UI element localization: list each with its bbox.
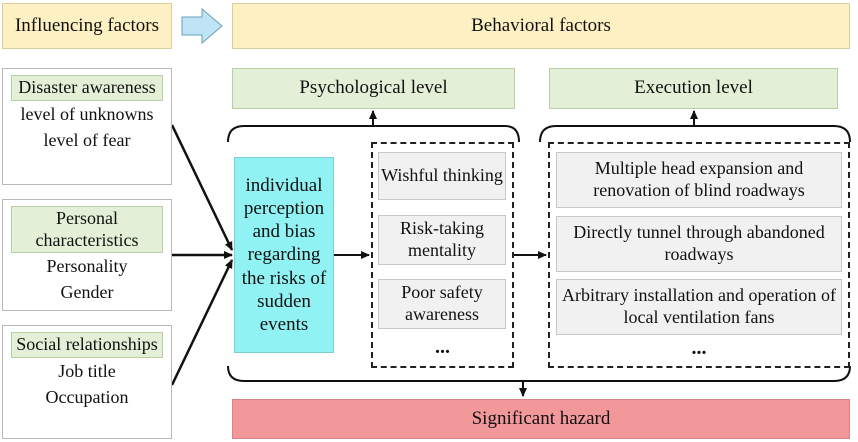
panel-line: Personality (46, 256, 128, 277)
psych-item-label: Wishful thinking (381, 165, 503, 186)
disaster-awareness-panel: Disaster awareness level of unknowns lev… (2, 68, 172, 185)
personal-characteristics-panel: Personal characteristics Personality Gen… (2, 199, 172, 311)
panel-line: Occupation (45, 386, 129, 407)
panel-line: level of fear (43, 129, 131, 150)
psych-item-label: Poor safety awareness (401, 282, 483, 324)
panel-line: Job title (58, 360, 116, 381)
exec-item-label: Directly tunnel through abandoned roadwa… (573, 222, 825, 264)
personal-characteristics-header: Personal characteristics (11, 206, 163, 254)
social-relationships-header: Social relationships (11, 332, 163, 358)
perception-box: individual perception and bias regarding… (234, 157, 334, 353)
psychological-level-label: Psychological level (299, 77, 448, 99)
psych-items-group (371, 142, 514, 368)
block-arrow-icon (181, 7, 223, 45)
exec-top-brace (539, 125, 851, 143)
exec-items-group (548, 142, 850, 368)
psych-ellipsis: ... (435, 336, 450, 358)
significant-hazard-box: Significant hazard (232, 399, 850, 439)
influencing-factors-label: Influencing factors (14, 14, 160, 36)
execution-level-label: Execution level (634, 77, 753, 99)
exec-item: Arbitrary installation and operation of … (556, 279, 842, 335)
psych-item: Risk-taking mentality (378, 215, 506, 265)
behavioral-factors-box: Behavioral factors (232, 3, 850, 49)
social-relationships-panel: Social relationships Job title Occupatio… (2, 325, 172, 439)
perception-label: individual perception and bias regarding… (241, 174, 327, 335)
psych-item: Poor safety awareness (378, 279, 506, 329)
panel-line: Gender (60, 282, 114, 303)
panel-line: level of unknowns (20, 103, 154, 124)
exec-item-label: Arbitrary installation and operation of … (562, 285, 836, 327)
psych-item: Wishful thinking (378, 152, 506, 200)
arrow-disaster-to-perception (170, 124, 234, 251)
psychological-level-box: Psychological level (232, 68, 515, 109)
exec-item: Multiple head expansion and renovation o… (556, 152, 842, 208)
arrow-social-to-perception (170, 259, 234, 386)
behavioral-factors-label: Behavioral factors (471, 14, 611, 36)
exec-ellipsis: ... (691, 337, 707, 359)
exec-item-label: Multiple head expansion and renovation o… (593, 158, 805, 200)
significant-hazard-label: Significant hazard (471, 407, 611, 429)
psych-top-brace (227, 125, 520, 143)
exec-item: Directly tunnel through abandoned roadwa… (556, 216, 842, 272)
influencing-factors-box: Influencing factors (2, 3, 172, 49)
execution-level-box: Execution level (549, 68, 838, 109)
disaster-awareness-header: Disaster awareness (11, 75, 163, 101)
bottom-brace (227, 365, 851, 382)
psych-item-label: Risk-taking mentality (400, 218, 484, 260)
